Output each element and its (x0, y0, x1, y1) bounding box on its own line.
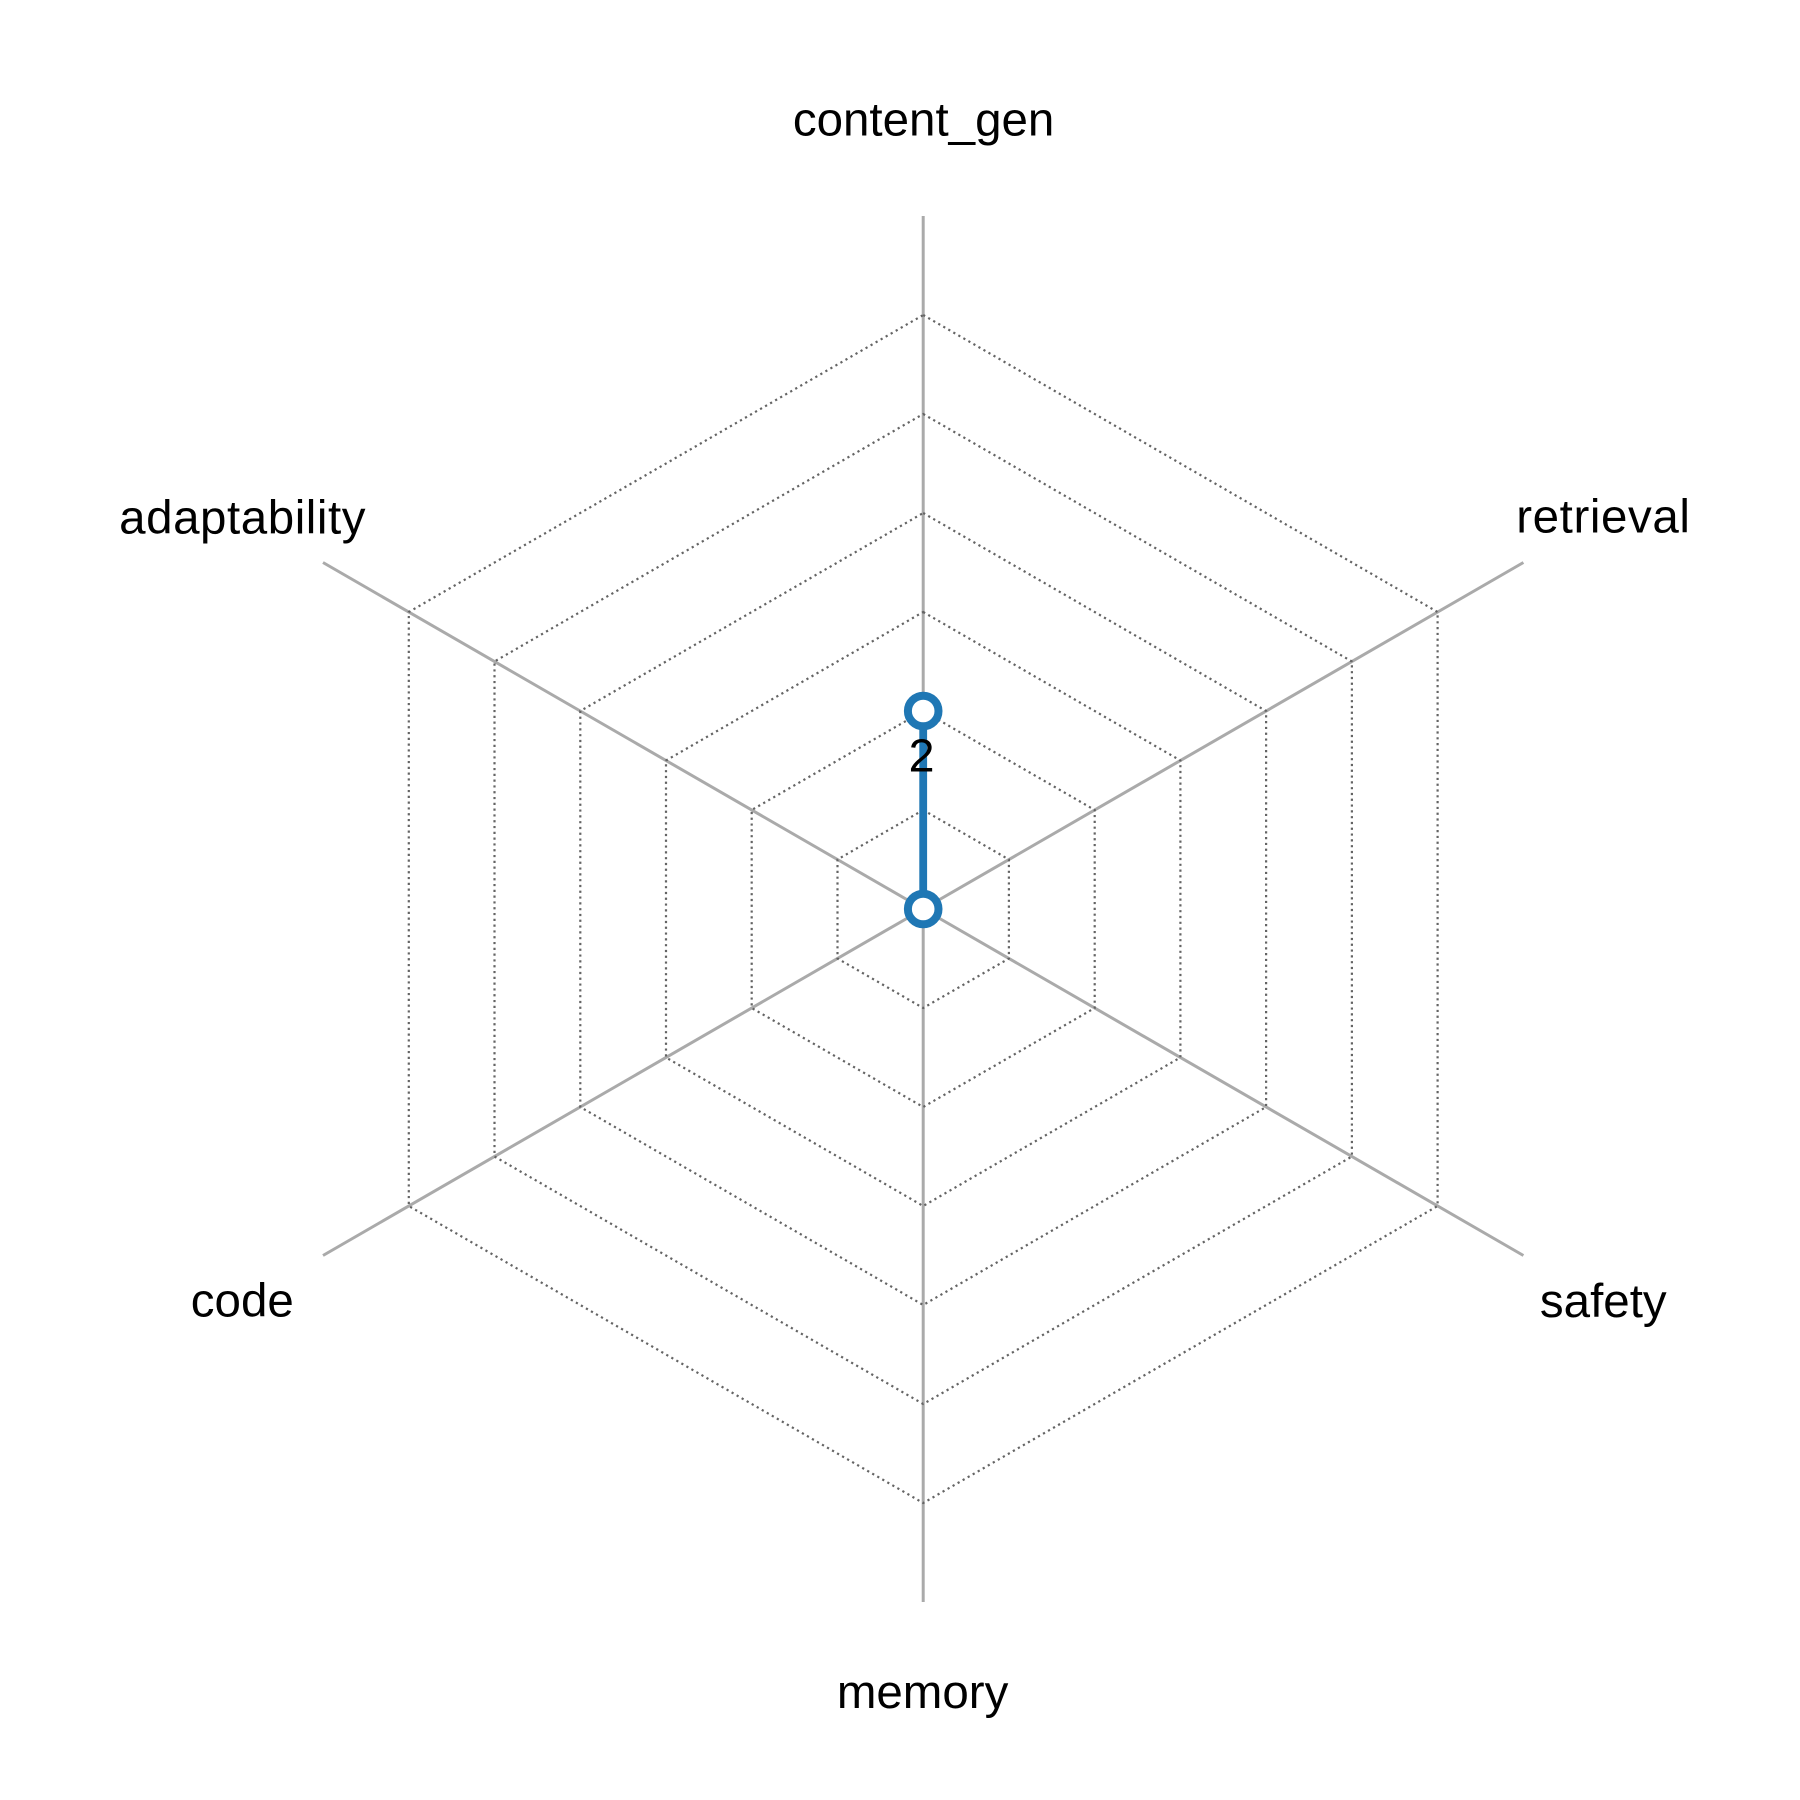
svg-text:adaptability: adaptability (119, 492, 366, 545)
svg-text:2: 2 (909, 730, 935, 782)
svg-text:safety: safety (1540, 1275, 1667, 1328)
svg-text:code: code (191, 1275, 294, 1328)
svg-text:retrieval: retrieval (1516, 491, 1690, 544)
svg-text:content_gen: content_gen (793, 94, 1054, 147)
svg-text:memory: memory (837, 1666, 1009, 1719)
